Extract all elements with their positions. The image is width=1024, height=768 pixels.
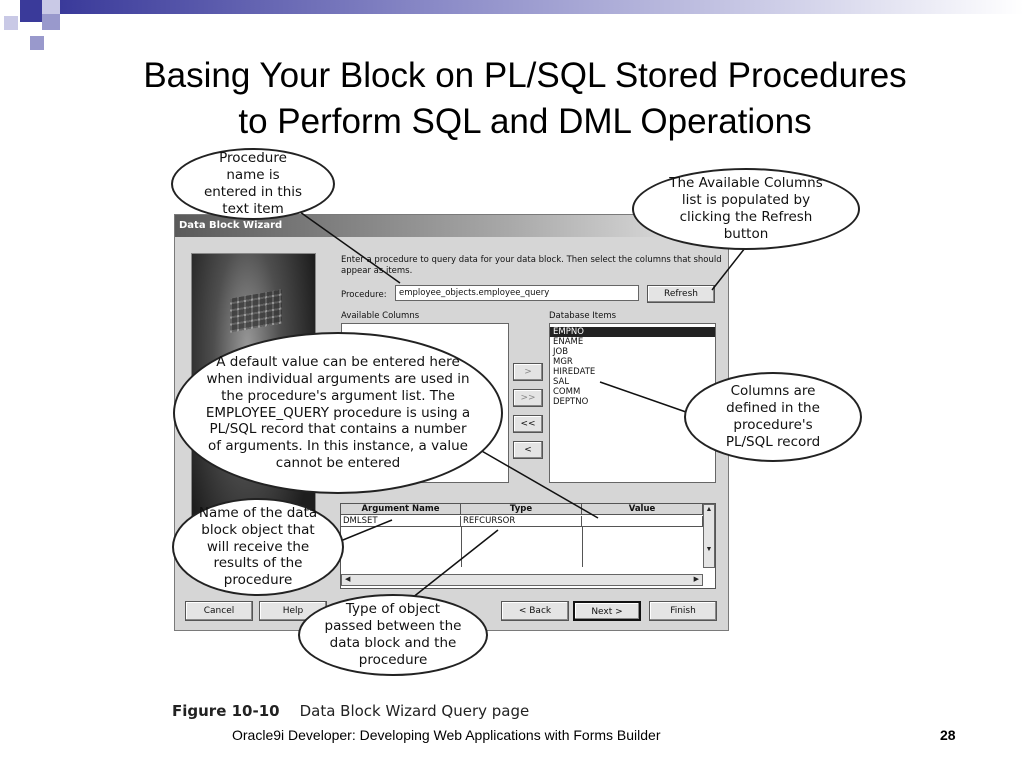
move-all-right-button[interactable]: >> [513,389,543,407]
database-item[interactable]: JOB [553,347,569,357]
back-button[interactable]: < Back [501,601,569,621]
grid-header-value: Value [582,504,703,515]
grid-cell-type[interactable]: REFCURSOR [461,516,582,527]
database-items-label: Database Items [549,311,617,321]
header-square-corner [4,16,18,30]
grid-column-divider [582,527,583,567]
slide-title-line1: Basing Your Block on PL/SQL Stored Proce… [143,56,907,95]
database-item[interactable]: COMM [553,387,581,397]
page-number: 28 [940,727,956,743]
next-button[interactable]: Next > [573,601,641,621]
cancel-button[interactable]: Cancel [185,601,253,621]
move-left-button[interactable]: < [513,441,543,459]
procedure-input[interactable]: employee_objects.employee_query [395,285,639,301]
callout-procedure-name: Procedure name is entered in this text i… [171,148,335,220]
available-columns-label: Available Columns [341,311,420,321]
slide-title-line2: to Perform SQL and DML Operations [238,102,812,141]
callout-object-type: Type of object passed between the data b… [298,594,488,676]
refresh-button[interactable]: Refresh [647,285,715,303]
header-square-light [42,0,60,14]
figure-caption-text: Data Block Wizard Query page [299,702,530,720]
callout-block-name: Name of the data block object that will … [172,498,344,596]
database-item[interactable]: SAL [553,377,570,387]
grid-cell-argument-name[interactable]: DMLSET [341,516,461,527]
grid-header-type: Type [461,504,582,515]
grid-header-argument-name: Argument Name [341,504,461,515]
grid-scrollbar-vertical[interactable]: ▲▼ [703,504,715,568]
figure-caption: Figure 10-10 Data Block Wizard Query page [172,702,529,720]
instructions-line2: appear as items. [341,266,413,276]
database-item[interactable]: ENAME [553,337,584,347]
move-all-left-button[interactable]: << [513,415,543,433]
header-square-mid [42,14,60,30]
header-gradient-bar [60,0,1024,14]
footer-text: Oracle9i Developer: Developing Web Appli… [232,727,661,743]
finish-button[interactable]: Finish [649,601,717,621]
callout-columns: Columns are defined in the procedure's P… [684,372,862,462]
callout-available-columns: The Available Columns list is populated … [632,168,860,250]
header-square-dark [20,0,42,22]
figure-label: Figure 10-10 [172,702,280,720]
move-right-button[interactable]: > [513,363,543,381]
procedure-label: Procedure: [341,290,387,300]
database-item[interactable]: EMPNO [550,327,715,337]
instructions-line1: Enter a procedure to query data for your… [341,255,721,265]
database-item[interactable]: HIREDATE [553,367,596,377]
header-square-small [30,36,44,50]
argument-grid[interactable]: Argument Name Type Value DMLSET REFCURSO… [340,503,716,589]
database-item[interactable]: DEPTNO [553,397,589,407]
callout-default-value: A default value can be entered here when… [173,332,503,494]
database-item[interactable]: MGR [553,357,573,367]
grid-column-divider [461,527,462,567]
grid-cell-value[interactable] [582,516,703,527]
